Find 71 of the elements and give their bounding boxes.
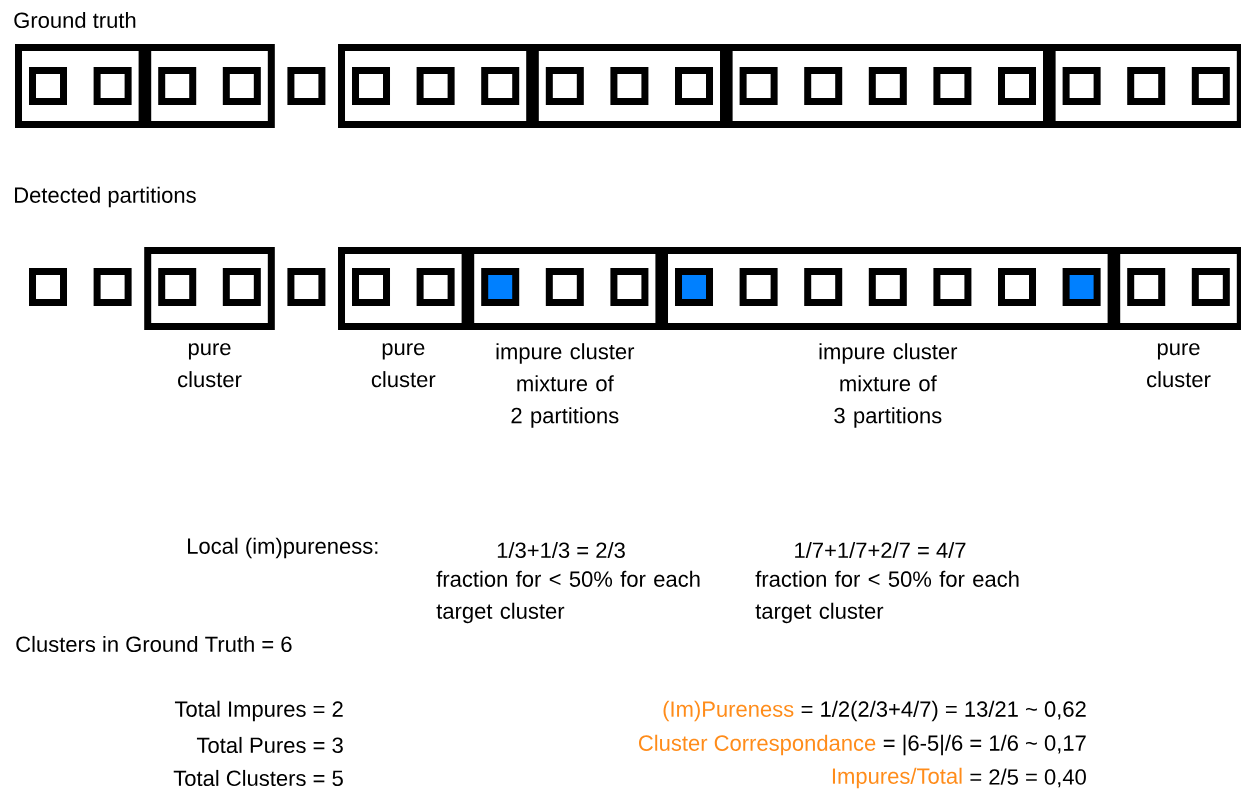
- square: [93, 268, 132, 306]
- row-label: Local (im)pureness:: [188, 537, 378, 559]
- metric-name: Impures/Total: [832, 767, 962, 789]
- square: [545, 67, 584, 105]
- square: [287, 67, 326, 105]
- square: [1062, 67, 1101, 105]
- square: [868, 268, 907, 306]
- metric-name: (Im)Pureness: [663, 700, 794, 722]
- square: [29, 67, 67, 105]
- square: [158, 67, 197, 105]
- square: [868, 67, 907, 105]
- square: [1127, 67, 1166, 105]
- square: [352, 67, 390, 105]
- cluster-box: [661, 247, 1115, 330]
- fraction-sum: 1/3+1/3 = 2/3: [497, 541, 625, 559]
- cluster-box: [338, 247, 469, 330]
- filled-square: [481, 268, 520, 306]
- square: [675, 67, 713, 105]
- metric-name: Cluster Correspondance: [639, 734, 876, 756]
- square: [93, 67, 132, 105]
- square: [416, 268, 455, 306]
- fraction-sum: 1/7+1/7+2/7 = 4/7: [795, 541, 966, 559]
- total-text: Total Pures = 3: [196, 736, 343, 754]
- square: [739, 67, 778, 105]
- square: [610, 268, 649, 306]
- square: [287, 268, 326, 306]
- square: [545, 268, 584, 306]
- cluster-box: [1113, 247, 1241, 330]
- cluster-box: [144, 44, 275, 128]
- square: [1127, 268, 1166, 306]
- cluster-box: [1048, 44, 1241, 128]
- metric-value: = 1/2(2/3+4/7) = 13/21 ~ 0,62: [801, 700, 1086, 722]
- square: [29, 268, 67, 306]
- square: [1191, 268, 1230, 306]
- square: [804, 268, 843, 306]
- cluster-caption: pure cluster: [178, 343, 242, 388]
- cluster-box: [338, 44, 534, 128]
- total-text: Total Clusters = 5: [173, 769, 343, 787]
- square: [998, 268, 1036, 306]
- square: [1191, 67, 1230, 105]
- cluster-box: [144, 247, 275, 330]
- note-text: fraction for < 50% for each target cluster: [755, 570, 1019, 624]
- cluster-box: [725, 44, 1050, 128]
- count-text: Clusters in Ground Truth = 6: [16, 635, 292, 653]
- square: [416, 67, 455, 105]
- square: [739, 268, 778, 306]
- square: [933, 67, 972, 105]
- cluster-box: [15, 44, 146, 128]
- total-text: Total Impures = 2: [174, 700, 343, 722]
- filled-square: [1062, 268, 1101, 306]
- square: [481, 67, 520, 105]
- square: [158, 268, 197, 306]
- square: [610, 67, 649, 105]
- cluster-caption: pure cluster: [1147, 343, 1211, 388]
- heading: Ground truth: [14, 11, 136, 29]
- square: [998, 67, 1036, 105]
- square: [222, 268, 261, 306]
- note-text: fraction for < 50% for each target cluster: [436, 570, 700, 624]
- cluster-caption: impure cluster mixture of 2 partitions: [496, 343, 635, 428]
- cluster-caption: pure cluster: [371, 343, 436, 388]
- filled-square: [675, 268, 713, 306]
- square: [352, 268, 390, 306]
- heading: Detected partitions: [15, 186, 196, 208]
- metric-value: = |6-5|/6 = 1/6 ~ 0,17: [883, 734, 1086, 756]
- cluster-box: [531, 44, 727, 128]
- square: [222, 67, 261, 105]
- cluster-box: [467, 247, 663, 330]
- metric-value: = 2/5 = 0,40: [970, 768, 1086, 788]
- square: [933, 268, 972, 306]
- square: [804, 67, 843, 105]
- cluster-caption: impure cluster mixture of 3 partitions: [819, 343, 958, 428]
